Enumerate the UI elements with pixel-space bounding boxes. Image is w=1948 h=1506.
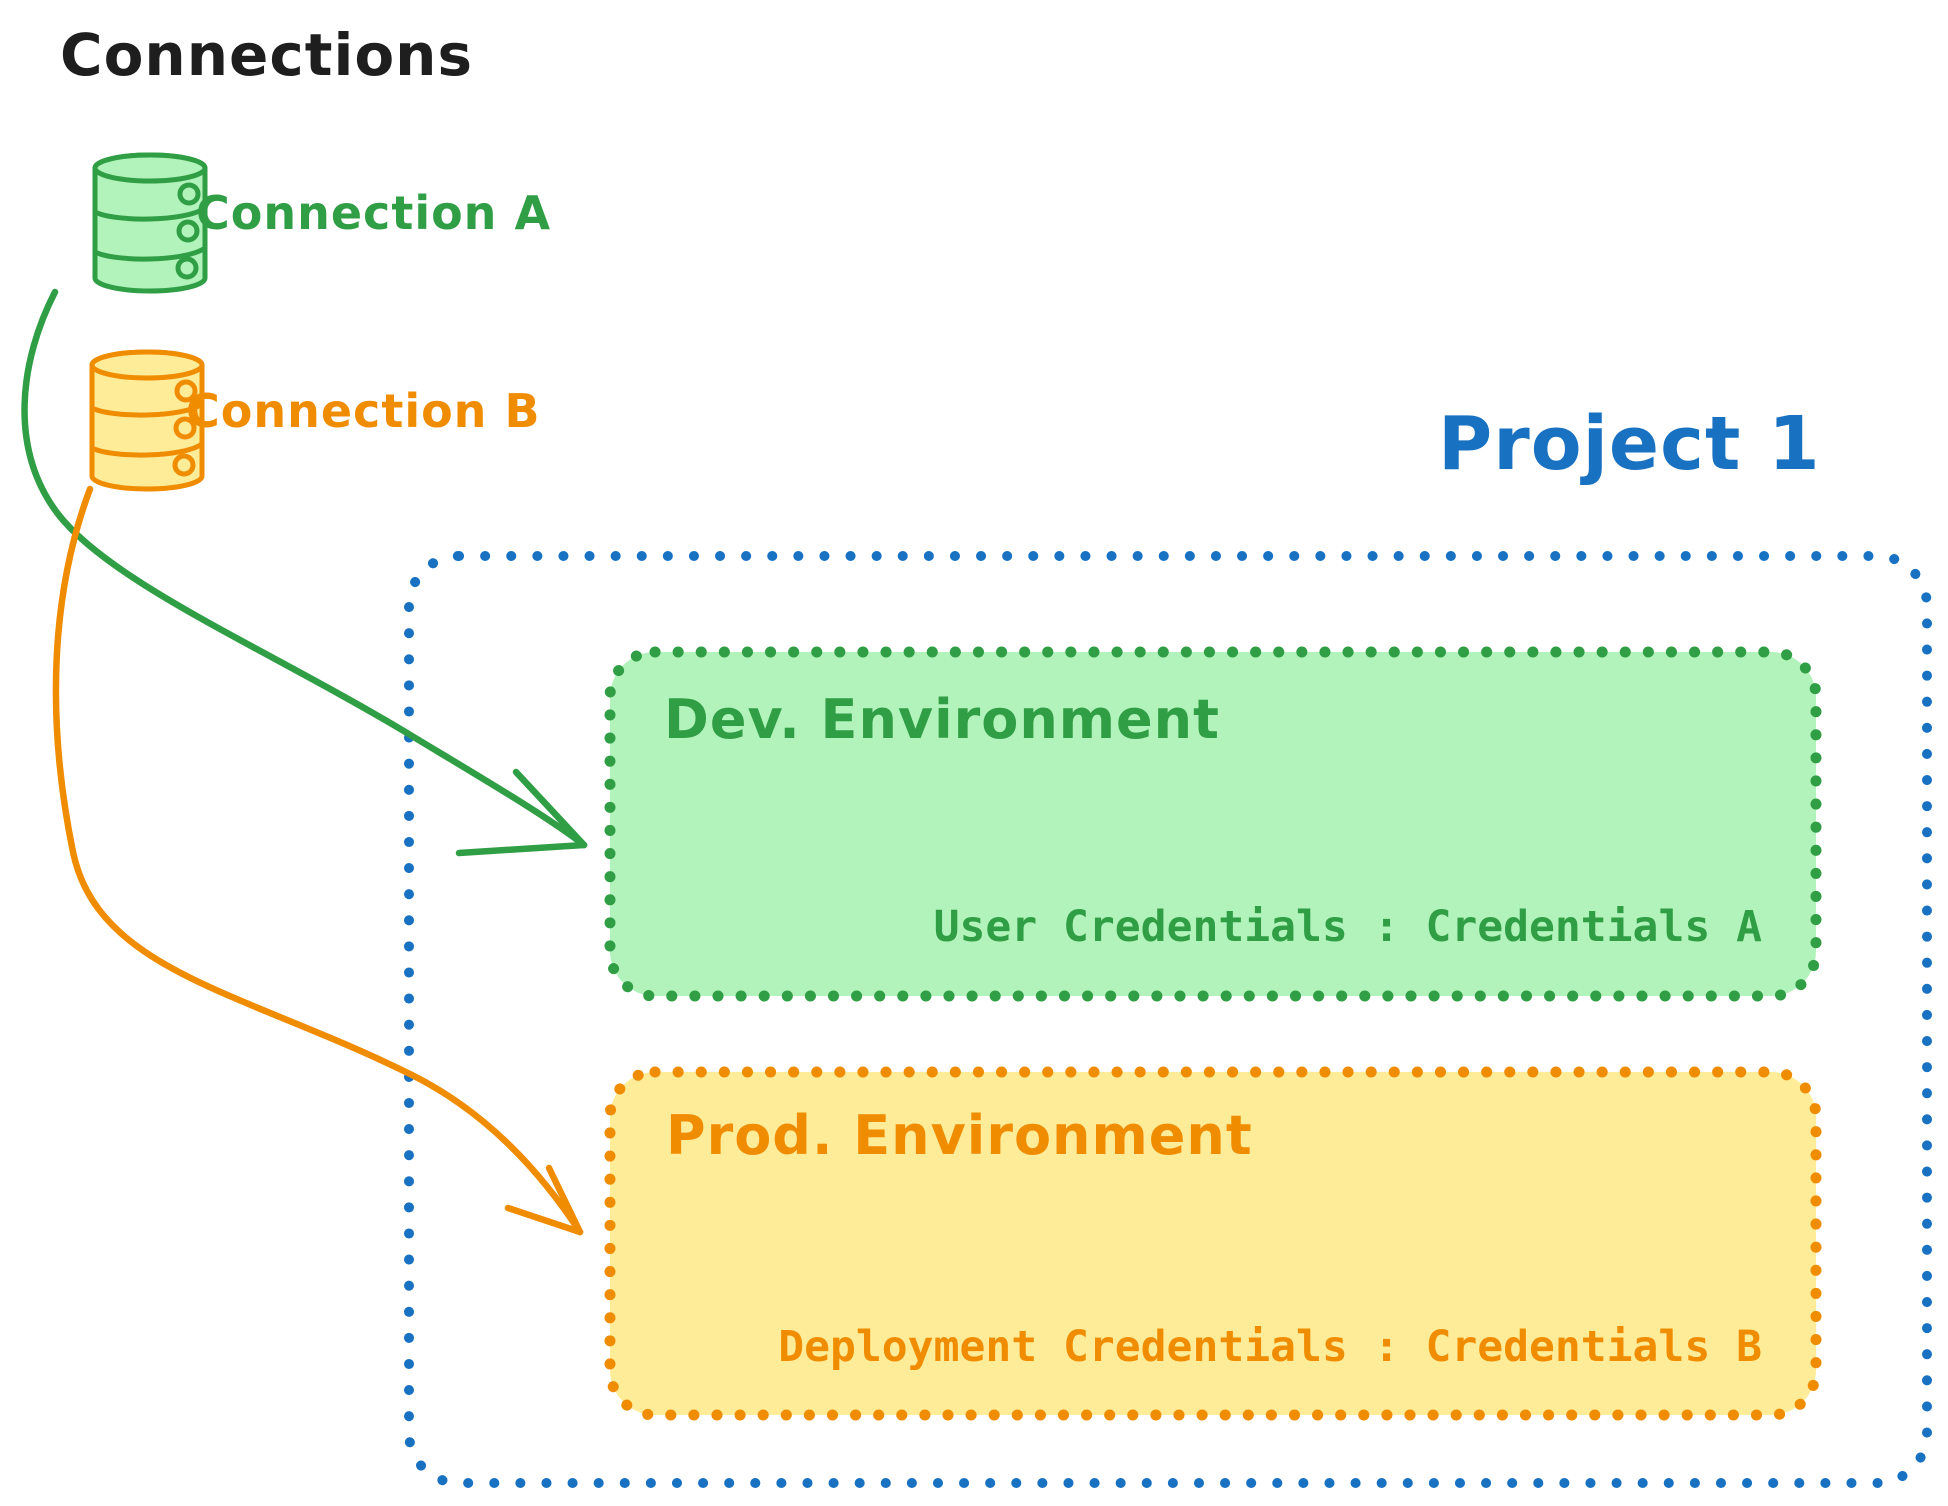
dev-credentials-text: User Credentials : Credentials A: [933, 902, 1762, 952]
dev-environment-title: Dev. Environment: [664, 688, 1220, 751]
prod-environment-box: [604, 1066, 1822, 1421]
project-box: [404, 551, 1932, 1488]
dev-environment-box: [604, 646, 1822, 1002]
prod-credentials-text: Deployment Credentials : Credentials B: [778, 1322, 1762, 1372]
connection-a-arrow: [21, 288, 588, 857]
connection-b-arrow: [52, 485, 584, 1236]
prod-environment-title: Prod. Environment: [666, 1104, 1253, 1167]
connection-b-label: Connection B: [186, 384, 541, 438]
connection-a-label: Connection A: [196, 186, 552, 240]
project-title: Project 1: [1438, 401, 1821, 487]
connections-title: Connections: [60, 21, 473, 89]
database-icon-connection-b: [89, 349, 205, 492]
database-icon-connection-a: [92, 152, 208, 294]
